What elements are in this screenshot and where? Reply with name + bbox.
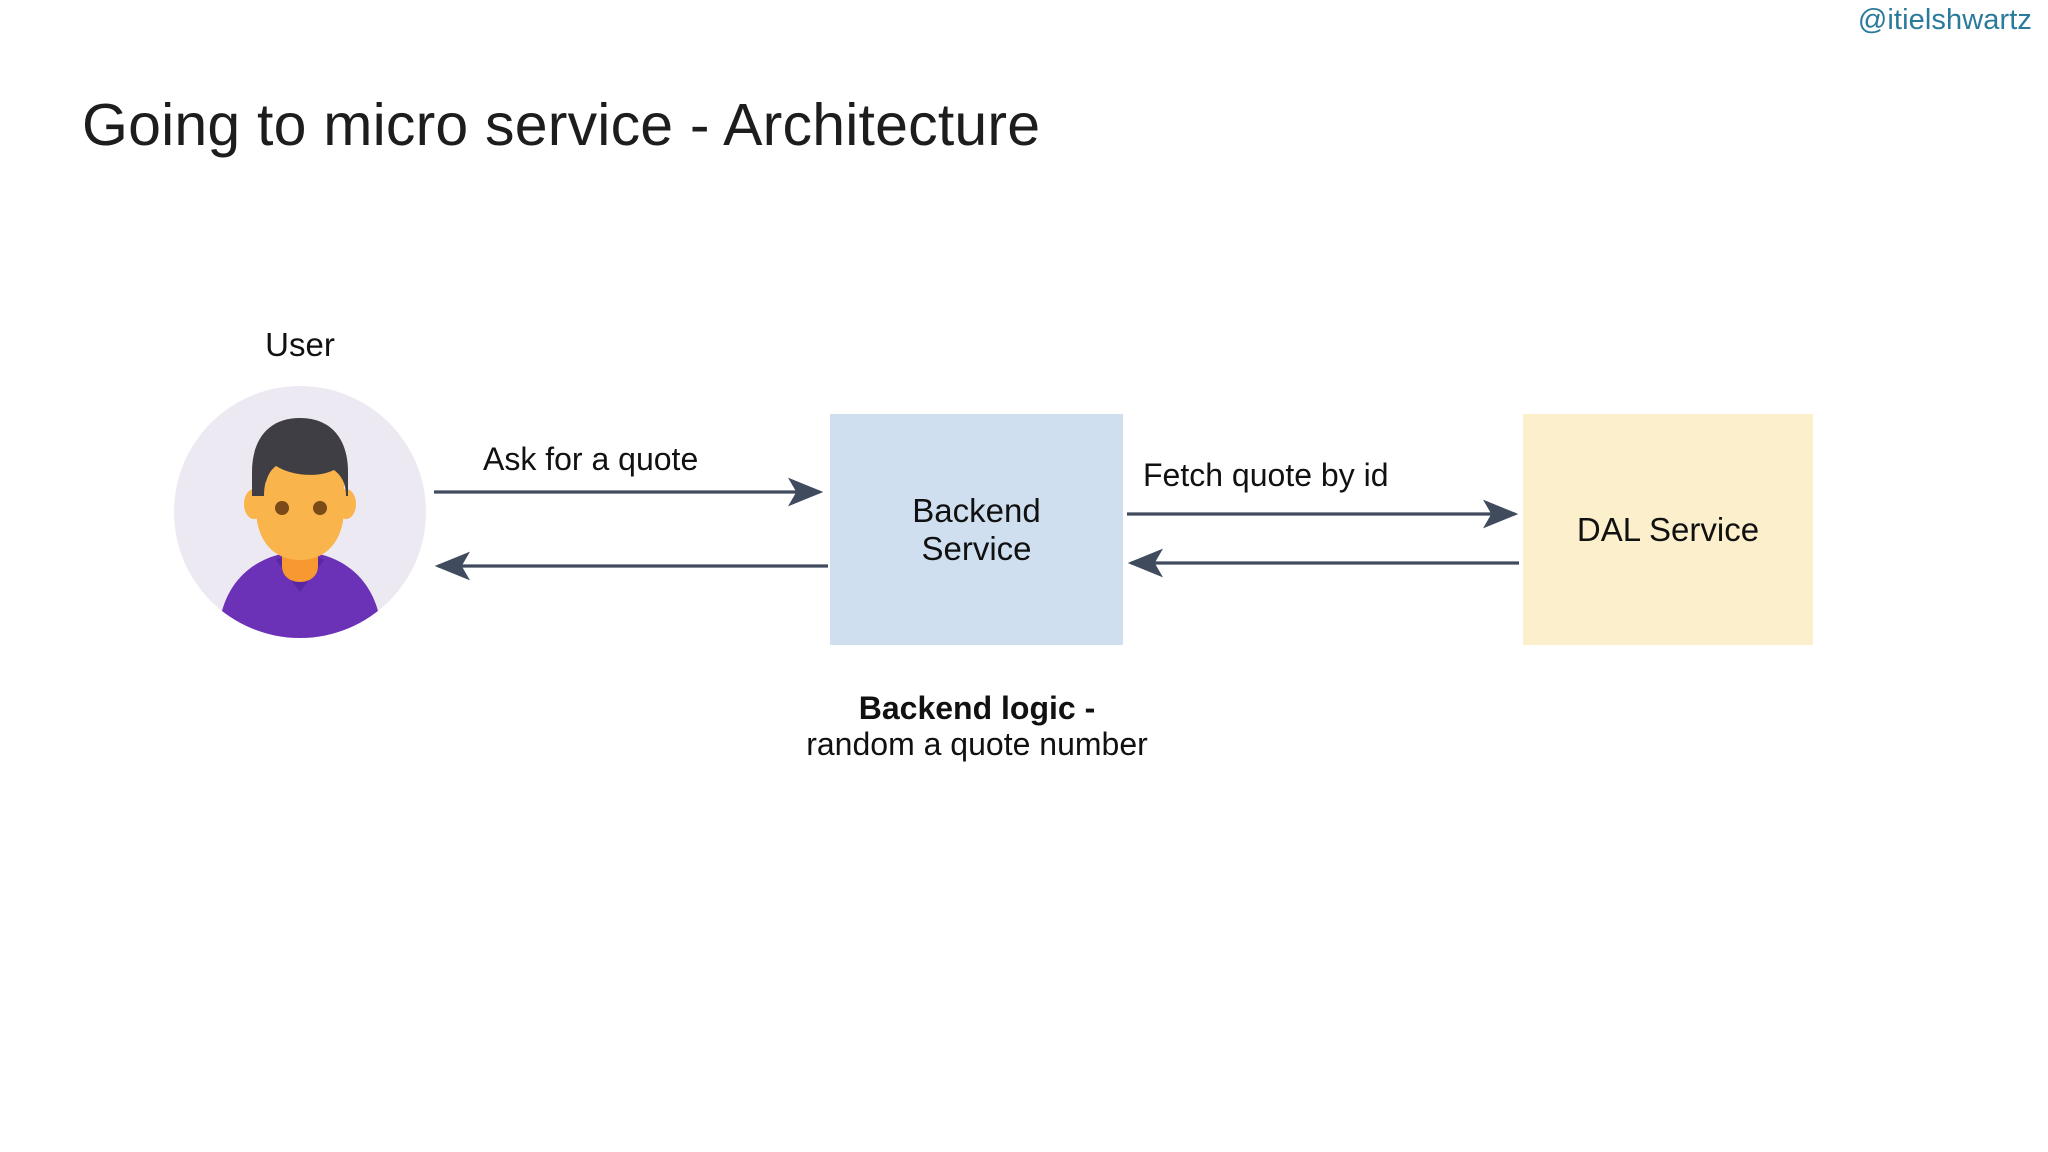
backend-caption: Backend logic - random a quote number	[790, 690, 1164, 763]
node-backend-service[interactable]: Backend Service	[830, 414, 1123, 645]
node-dal-service[interactable]: DAL Service	[1523, 414, 1813, 645]
node-backend-service-label: Backend Service	[912, 492, 1041, 567]
backend-caption-rest: random a quote number	[806, 726, 1148, 763]
author-handle: @itielshwartz	[1857, 4, 2032, 36]
node-dal-service-label: DAL Service	[1576, 510, 1760, 548]
actor-user: User	[172, 328, 428, 640]
backend-caption-strong: Backend logic -	[858, 690, 1096, 726]
user-avatar-icon	[172, 384, 428, 640]
page-title: Going to micro service - Architecture	[82, 91, 1041, 158]
actor-user-label: User	[265, 326, 335, 363]
user-avatar-svg	[174, 386, 426, 638]
edge-label-ask-for-a-quote: Ask for a quote	[483, 441, 699, 477]
edge-label-fetch-quote-by-id: Fetch quote by id	[1143, 457, 1389, 493]
